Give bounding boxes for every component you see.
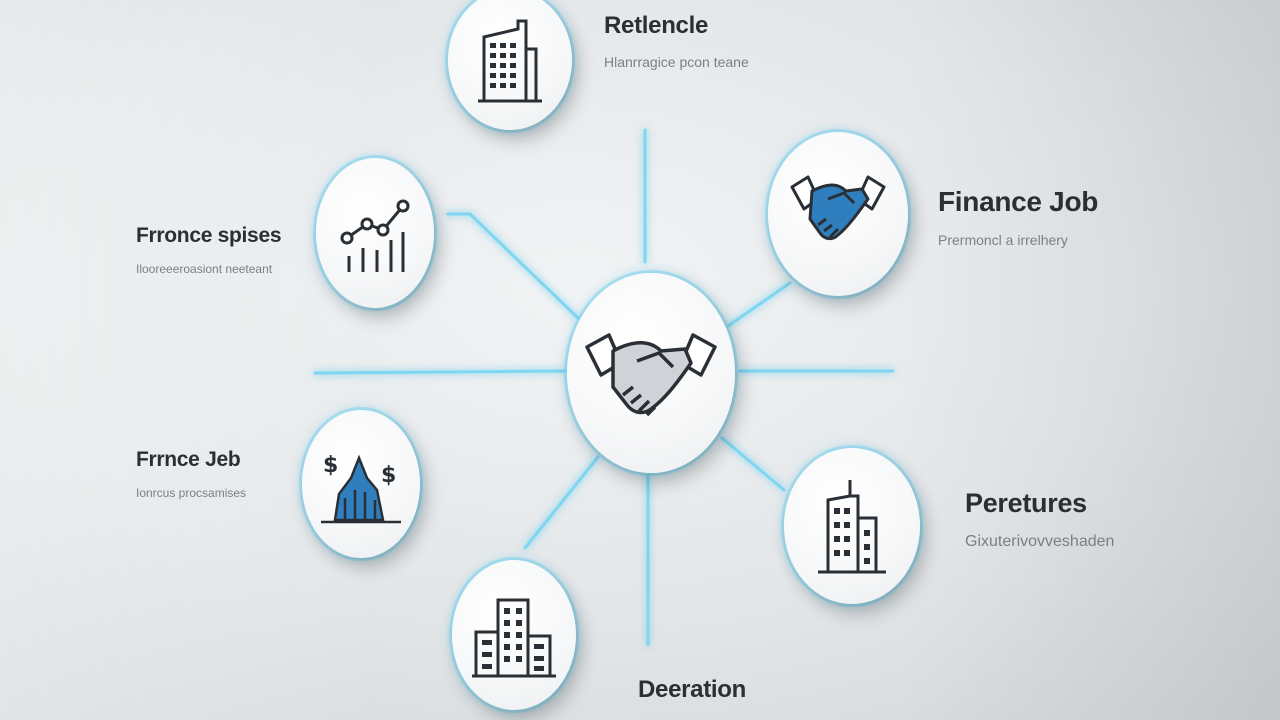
node-subtitle: Prermoncl a irrelhery bbox=[938, 232, 1068, 248]
node-top-label: Retlencle Hlanrragice pcon teane bbox=[604, 12, 749, 70]
node-upper-left-label: Frronce spises Ilooreeeroasiont neeteant bbox=[136, 224, 282, 276]
connector-upper-left bbox=[446, 212, 580, 320]
node-center[interactable] bbox=[567, 273, 735, 473]
growth-chart-icon bbox=[340, 199, 410, 272]
handshake-icon bbox=[585, 333, 717, 417]
node-subtitle: Ilooreeeroasiont neeteant bbox=[136, 262, 273, 276]
handshake-icon bbox=[790, 175, 886, 241]
svg-text:$: $ bbox=[381, 463, 396, 488]
node-title: Peretures bbox=[965, 488, 1087, 518]
node-bottom-label: Deeration bbox=[638, 676, 746, 704]
node-lower-right[interactable] bbox=[784, 448, 920, 604]
node-subtitle: Hlanrragice pcon teane bbox=[604, 54, 749, 70]
connector-lower-left bbox=[523, 455, 600, 550]
node-lower-left[interactable]: $ $ bbox=[302, 410, 420, 558]
finance-city-icon: $ $ bbox=[321, 453, 401, 524]
node-upper-right[interactable] bbox=[768, 132, 908, 296]
node-top[interactable] bbox=[448, 0, 572, 130]
office-building-icon bbox=[818, 480, 886, 574]
node-title: Frronce spises bbox=[136, 224, 282, 247]
node-upper-right-label: Finance Job Prermoncl a irrelhery bbox=[938, 186, 1098, 248]
office-building-icon bbox=[478, 19, 542, 103]
node-title: Frrnce Jeb bbox=[136, 448, 241, 471]
connector-lower-right bbox=[720, 436, 786, 492]
node-bottom[interactable] bbox=[452, 560, 576, 710]
connector-upper-right bbox=[726, 281, 792, 328]
city-buildings-icon bbox=[472, 598, 556, 678]
svg-text:$: $ bbox=[323, 453, 338, 478]
node-subtitle: Gixuterivovveshaden bbox=[965, 533, 1115, 550]
node-title: Retlencle bbox=[604, 12, 709, 39]
node-lower-left-label: Frrnce Jeb Ionrcus procsamises bbox=[136, 448, 246, 500]
node-upper-left[interactable] bbox=[316, 158, 434, 308]
node-lower-right-label: Peretures Gixuterivovveshaden bbox=[965, 488, 1114, 551]
connector-left bbox=[313, 369, 567, 375]
node-title: Deeration bbox=[638, 676, 746, 703]
node-subtitle: Ionrcus procsamises bbox=[136, 486, 247, 500]
node-title: Finance Job bbox=[938, 186, 1099, 217]
